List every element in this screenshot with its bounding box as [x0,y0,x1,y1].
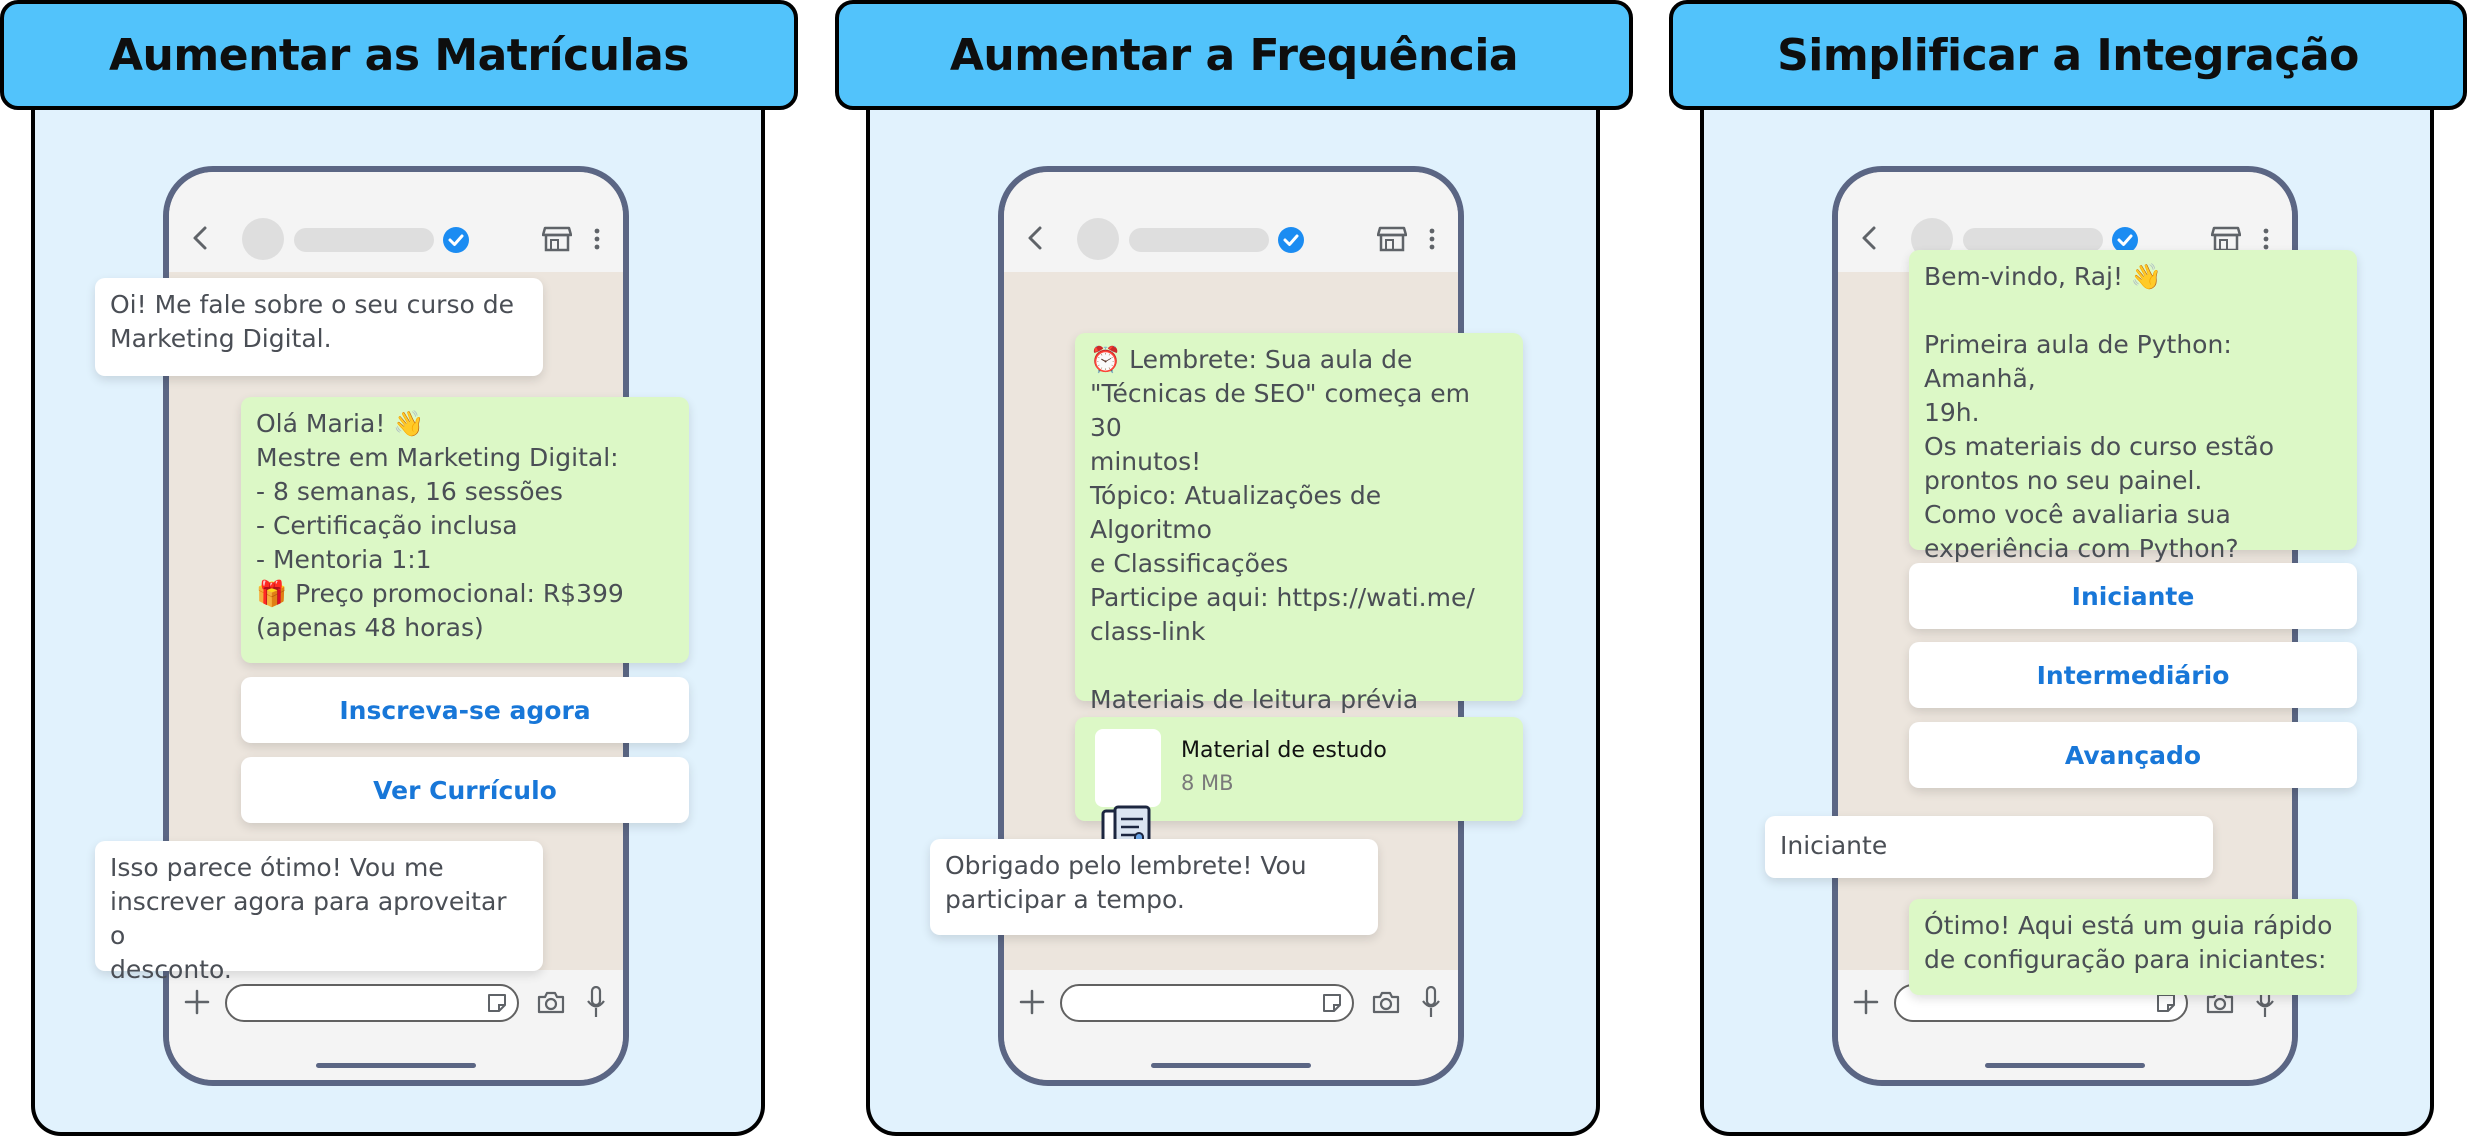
contact-name-placeholder [294,228,434,252]
chat-input-bar [169,970,623,1080]
microphone-icon[interactable] [587,986,605,1018]
plus-icon[interactable] [183,988,211,1016]
back-arrow-icon[interactable] [187,224,215,252]
panel-onboarding: Simplificar a Integração Bem-vindo, Raj!… [1669,0,2467,1141]
incoming-message: Isso parece ótimo! Vou me inscrever agor… [95,841,543,984]
microphone-icon[interactable] [1422,986,1440,1018]
panel-title: Aumentar as Matrículas [0,0,798,110]
back-arrow-icon[interactable] [1856,224,1884,252]
message-input[interactable] [225,984,519,1022]
outgoing-message: Bem-vindo, Raj! 👋 Primeira aula de Pytho… [1909,250,2357,563]
advanced-button[interactable]: Avançado [1909,722,2357,788]
document-thumbnail [1095,729,1161,861]
outgoing-message: Ótimo! Aqui está um guia rápido de confi… [1909,899,2357,995]
contact-name-placeholder [1129,228,1269,252]
view-curriculum-button[interactable]: Ver Currículo [241,757,689,823]
incoming-message: Obrigado pelo lembrete! Vou participar a… [930,839,1378,935]
more-options-icon[interactable] [593,226,601,252]
verified-badge-icon [443,227,469,253]
beginner-button[interactable]: Iniciante [1909,563,2357,629]
chat-input-bar [1004,970,1458,1080]
outgoing-message: Olá Maria! 👋 Mestre em Marketing Digital… [241,397,689,663]
panel-title: Simplificar a Integração [1669,0,2467,110]
avatar[interactable] [1077,218,1119,260]
outgoing-message: ⏰ Lembrete: Sua aula de "Técnicas de SEO… [1075,333,1523,748]
message-input[interactable] [1060,984,1354,1022]
home-indicator [1151,1063,1311,1068]
contact-name-placeholder [1963,228,2103,252]
more-options-icon[interactable] [1428,226,1436,252]
home-indicator [316,1063,476,1068]
sticker-icon[interactable] [1320,991,1344,1015]
home-indicator [1985,1063,2145,1068]
document-size: 8 MB [1181,771,1234,795]
chat-header [169,172,623,272]
panel-enrollments: Aumentar as Matrículas Oi! Me fale sobre… [0,0,798,1141]
sticker-icon[interactable] [2154,991,2178,1015]
verified-badge-icon [2112,227,2138,253]
store-icon[interactable] [1377,226,1407,252]
incoming-message: Oi! Me fale sobre o seu curso de Marketi… [95,278,543,376]
camera-icon[interactable] [1372,990,1400,1014]
plus-icon[interactable] [1018,988,1046,1016]
store-icon[interactable] [542,226,572,252]
camera-icon[interactable] [537,990,565,1014]
panel-title: Aumentar a Frequência [835,0,1633,110]
chat-header [1004,172,1458,272]
more-options-icon[interactable] [2262,226,2270,252]
back-arrow-icon[interactable] [1022,224,1050,252]
store-icon[interactable] [2211,226,2241,252]
verified-badge-icon [1278,227,1304,253]
document-name: Material de estudo [1181,738,1387,763]
avatar[interactable] [242,218,284,260]
plus-icon[interactable] [1852,988,1880,1016]
enroll-now-button[interactable]: Inscreva-se agora [241,677,689,743]
incoming-message: Iniciante [1765,816,2213,878]
panel-attendance: Aumentar a Frequência ⏰ Lembrete: Sua au… [835,0,1633,1141]
document-attachment[interactable]: Material de estudo 8 MB [1075,717,1523,861]
sticker-icon[interactable] [485,991,509,1015]
camera-icon[interactable] [2206,990,2234,1014]
intermediate-button[interactable]: Intermediário [1909,642,2357,708]
